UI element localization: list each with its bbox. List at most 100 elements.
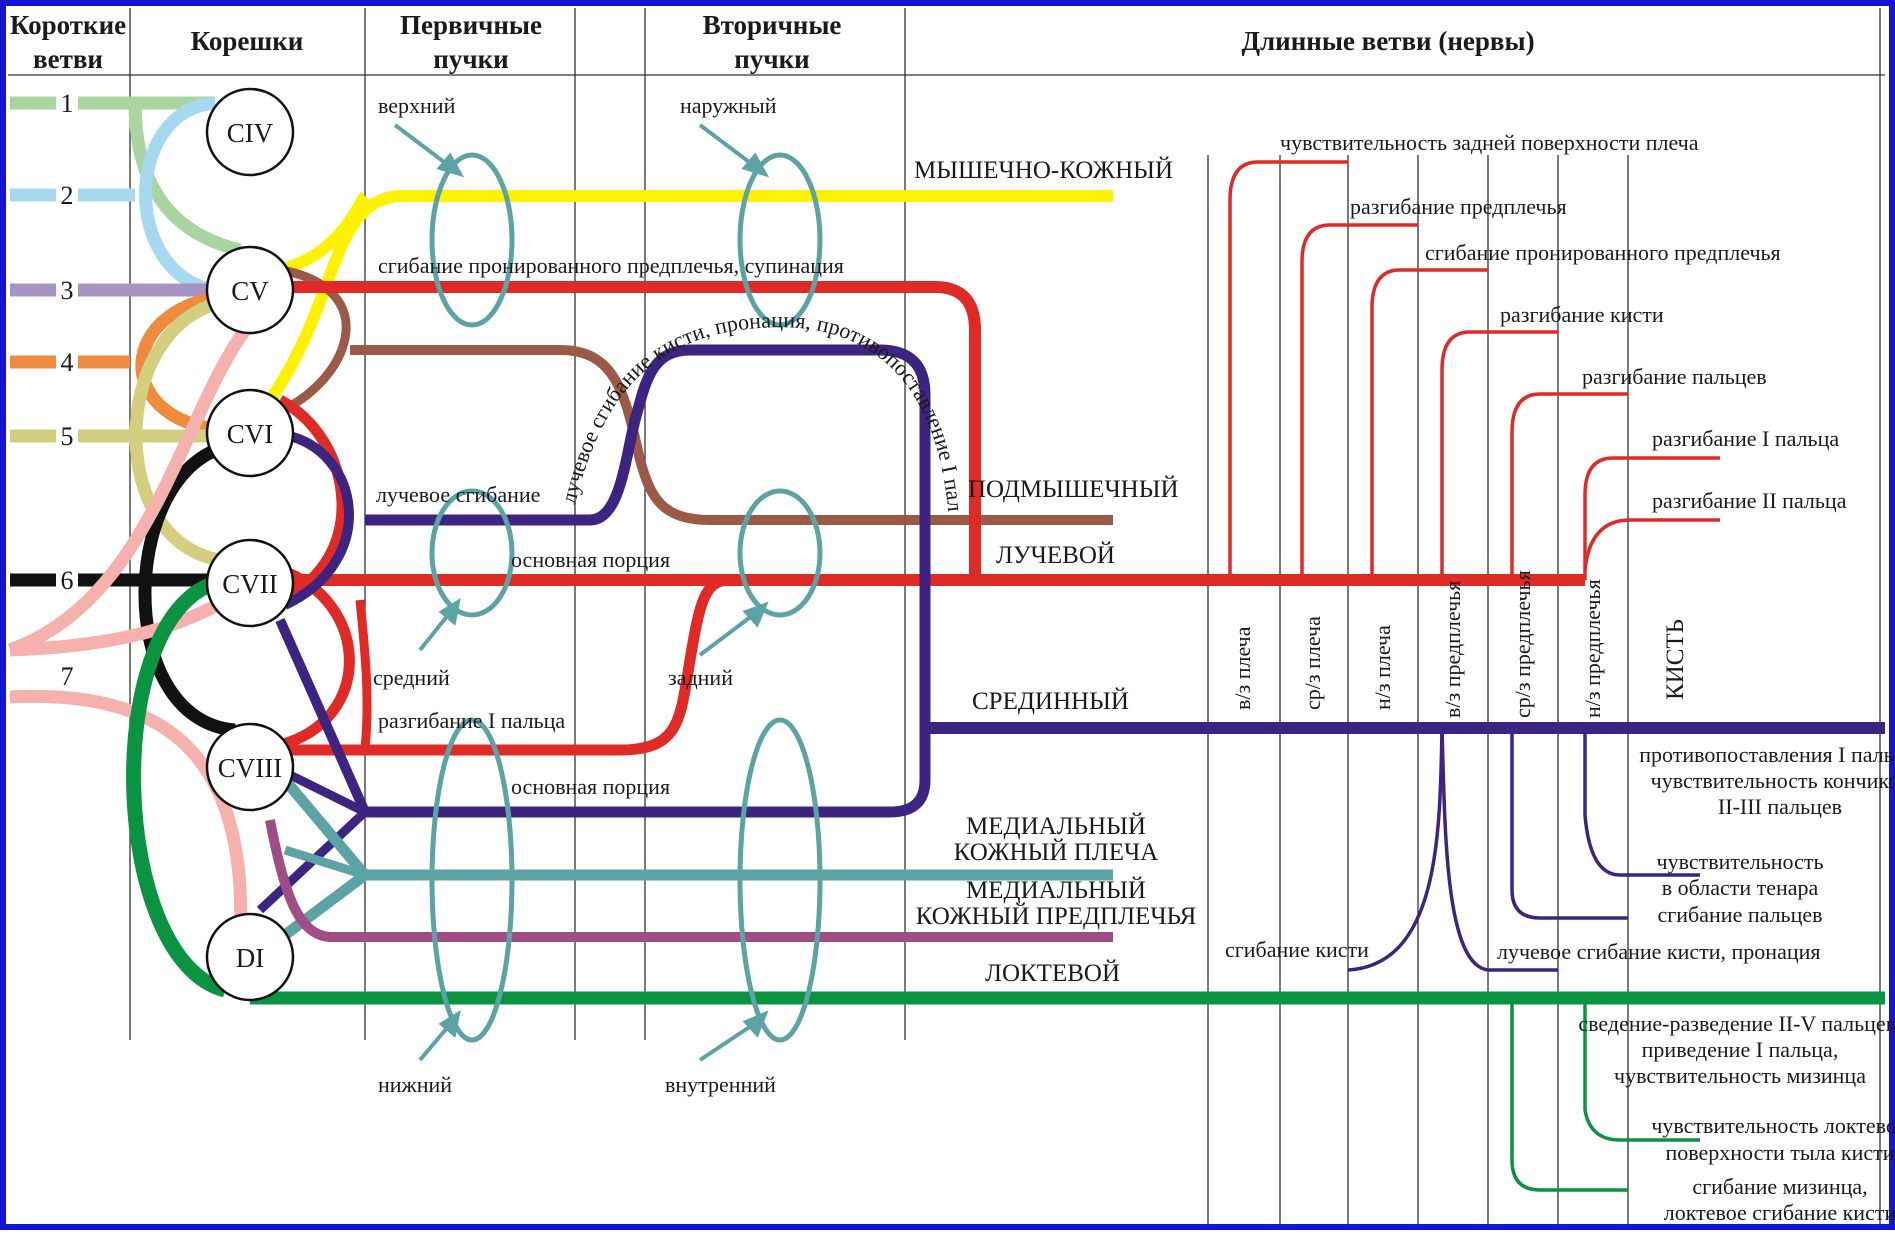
radial-branch-3: разгибание кисти xyxy=(1500,302,1664,327)
root-label-di: DI xyxy=(236,943,265,973)
ring-middle xyxy=(429,488,515,618)
ulnar-b1-1: сведение-разведение II-V пальцев, xyxy=(1578,1011,1895,1036)
ring-posterior xyxy=(737,488,823,618)
nerve-radial: ЛУЧЕВОЙ xyxy=(996,541,1115,569)
root-label-cviii: CVIII xyxy=(218,753,282,783)
short-branch-label-7: 7 xyxy=(61,662,74,691)
label-main-portion-1: основная порция xyxy=(511,547,670,572)
segment-upper-forearm: в/з предплечья xyxy=(1440,581,1465,718)
ring-medial xyxy=(737,717,823,1043)
median-finger-flexion: сгибание пальцев xyxy=(1658,902,1823,927)
header-primary-1: Первичные xyxy=(400,10,542,40)
radial-branch-6: разгибание II пальца xyxy=(1652,488,1847,513)
label-main-portion-2: основная порция xyxy=(511,774,670,799)
nerve-musculocutaneous: МЫШЕЧНО-КОЖНЫЙ xyxy=(914,156,1173,184)
short-branch-label-3: 3 xyxy=(61,276,74,305)
trunk-labels: верхний средний нижний наружный задний в… xyxy=(373,93,777,1097)
root-di: DI xyxy=(205,912,295,1002)
ulnar-b2-1: чувствительность локтевой xyxy=(1651,1113,1895,1138)
median-branches xyxy=(1347,727,1700,972)
segment-upper-arm: в/з плеча xyxy=(1230,626,1255,710)
label-lateral-cord: наружный xyxy=(680,93,777,118)
segment-lower-arm: н/з плеча xyxy=(1370,625,1395,710)
root-cv: CV xyxy=(205,245,295,335)
nerve-axillary: ПОДМЫШЕЧНЫЙ xyxy=(968,475,1179,503)
short-branch-label-2: 2 xyxy=(61,181,74,210)
radial-branch-0: чувствительность задней поверхности плеч… xyxy=(1280,130,1699,155)
nerve-paths xyxy=(250,190,1885,1005)
nerve-ulnar: ЛОКТЕВОЙ xyxy=(985,959,1120,987)
header-roots: Корешки xyxy=(191,26,304,56)
short-branch-label-1: 1 xyxy=(61,89,74,118)
root-label-cvii: CVII xyxy=(222,569,278,599)
radial-branch-labels: чувствительность задней поверхности плеч… xyxy=(1280,130,1847,513)
header-secondary-1: Вторичные xyxy=(703,10,842,40)
root-cviii: CVIII xyxy=(205,722,295,812)
ring-lateral xyxy=(737,152,823,328)
label-flexion-supination: сгибание пронированного предплечья, супи… xyxy=(378,253,844,278)
trunk-arrows xyxy=(393,123,770,1062)
label-upper-trunk: верхний xyxy=(378,93,456,118)
nerve-med-cut-arm-2: КОЖНЫЙ ПЛЕЧА xyxy=(954,838,1159,866)
header-primary-2: пучки xyxy=(433,44,508,74)
ulnar-b1-2: приведение I пальца, xyxy=(1642,1037,1839,1062)
label-thumb-extension: разгибание I пальца xyxy=(378,708,565,733)
nerve-med-cut-arm-1: МЕДИАЛЬНЫЙ xyxy=(966,812,1146,840)
ulnar-b3-2: локтевое сгибание кисти xyxy=(1664,1200,1895,1225)
nerve-median: СРЕДИННЫЙ xyxy=(972,687,1129,715)
ulnar-branch-labels: сведение-разведение II-V пальцев, привед… xyxy=(1578,1011,1895,1225)
ring-upper xyxy=(429,152,515,328)
header-short-branches-1: Короткие xyxy=(10,10,126,40)
segment-mid-forearm: ср/з предплечья xyxy=(1510,570,1535,718)
nerve-med-cut-forearm-1: МЕДИАЛЬНЫЙ xyxy=(966,876,1146,904)
short-branch-label-5: 5 xyxy=(61,422,74,451)
radial-branch-5: разгибание I пальца xyxy=(1652,426,1839,451)
label-lower-trunk: нижний xyxy=(378,1072,452,1097)
radial-branch-1: разгибание предплечья xyxy=(1350,194,1567,219)
short-branches xyxy=(7,96,251,998)
root-cvi: CVI xyxy=(205,388,295,478)
header-secondary-2: пучки xyxy=(734,44,809,74)
root-label-civ: CIV xyxy=(227,118,274,148)
nerve-med-cut-forearm-2: КОЖНЫЙ ПРЕДПЛЕЧЬЯ xyxy=(916,902,1197,930)
median-opposition-1: противопоставления I пальца, xyxy=(1639,742,1895,767)
label-posterior-cord: задний xyxy=(668,665,733,690)
label-medial-cord: внутренний xyxy=(665,1072,776,1097)
median-opposition-2: чувствительность кончиков xyxy=(1651,768,1895,793)
median-opposition-3: II-III пальцев xyxy=(1718,794,1842,819)
trunk-rings xyxy=(429,152,823,1043)
median-wrist-flexion: сгибание кисти xyxy=(1225,937,1369,962)
root-label-cv: CV xyxy=(231,276,269,306)
short-branch-label-6: 6 xyxy=(61,566,74,595)
radial-branch-4: разгибание пальцев xyxy=(1582,364,1767,389)
median-thenar-2: в области тенара xyxy=(1662,875,1819,900)
radial-branch-2: сгибание пронированного предплечья xyxy=(1425,240,1781,265)
median-radial-flexion: лучевое сгибание кисти, пронация xyxy=(1497,939,1821,964)
segment-mid-arm: ср/з плеча xyxy=(1300,616,1325,710)
label-radial-flexion: лучевое сгибание xyxy=(376,482,540,507)
ulnar-b1-3: чувствительность мизинца xyxy=(1614,1063,1866,1088)
ring-lower xyxy=(429,717,515,1043)
short-branch-label-4: 4 xyxy=(61,348,74,377)
nerve-labels: МЫШЕЧНО-КОЖНЫЙ ПОДМЫШЕЧНЫЙ ЛУЧЕВОЙ СРЕДИ… xyxy=(914,156,1196,987)
segment-labels: в/з плеча ср/з плеча н/з плеча в/з предп… xyxy=(1230,570,1689,718)
ulnar-b2-2: поверхности тыла кисти xyxy=(1665,1140,1894,1165)
segment-hand: КИСТЬ xyxy=(1662,619,1689,700)
median-branch-labels: противопоставления I пальца, чувствитель… xyxy=(1225,742,1895,964)
label-middle-trunk: средний xyxy=(373,665,450,690)
header-long-branches: Длинные ветви (нервы) xyxy=(1241,26,1534,56)
segment-lower-forearm: н/з предплечья xyxy=(1580,579,1605,718)
median-thenar-1: чувствительность xyxy=(1657,849,1824,874)
root-civ: CIV xyxy=(205,87,295,177)
header-short-branches-2: ветви xyxy=(33,44,103,74)
root-cvii: CVII xyxy=(205,538,295,628)
radial-branches xyxy=(1228,160,1720,580)
ulnar-b3-1: сгибание мизинца, xyxy=(1692,1174,1867,1199)
short-branch-labels: 1 2 3 4 5 6 7 xyxy=(56,89,78,691)
root-label-cvi: CVI xyxy=(227,419,274,449)
root-circles: CIV CV CVI CVII CVIII DI xyxy=(205,87,295,1002)
ulnar-branches xyxy=(1510,998,1700,1192)
